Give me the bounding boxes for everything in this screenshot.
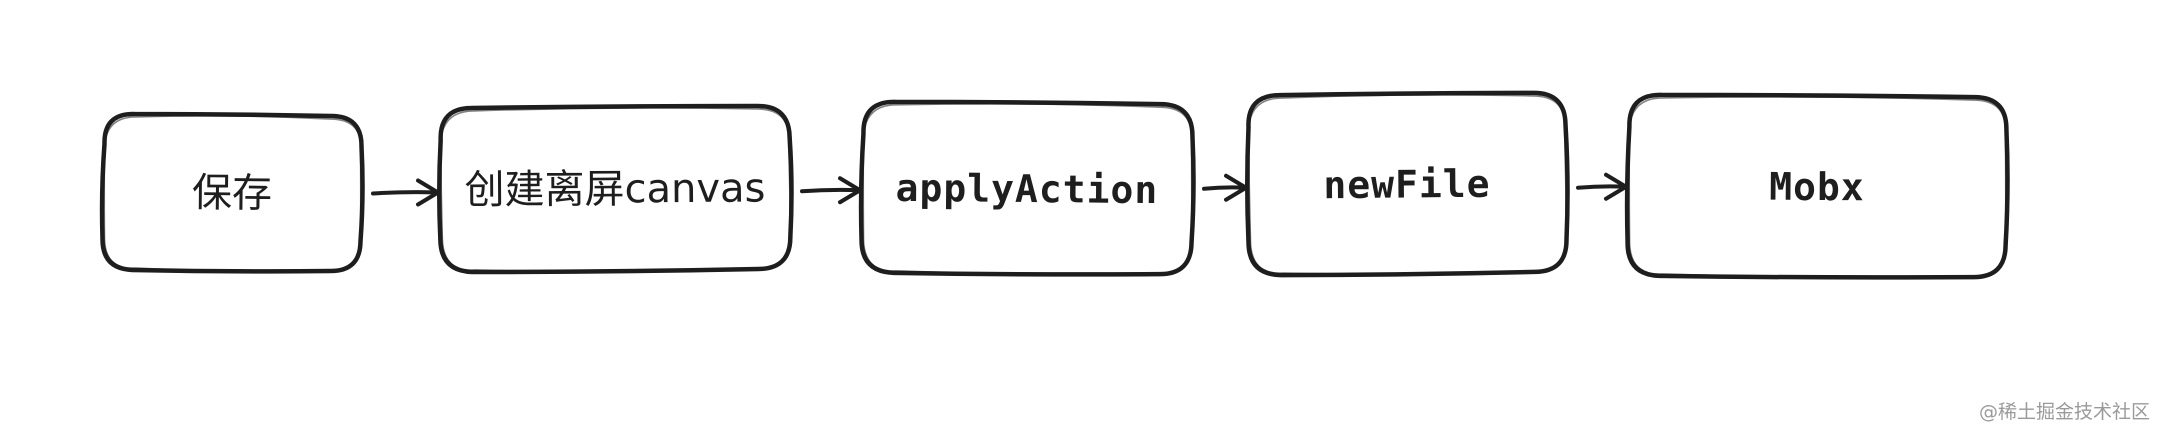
node-box-sketch-line [1247, 94, 1568, 276]
node-new-file: newFile [1245, 90, 1570, 278]
node-label: 保存 [192, 170, 272, 217]
edge-create-offscreen-canvas-to-apply-action [800, 176, 862, 205]
nodes-layer: 保存 创建离屏canvas applyAction newFile Mobx [99, 90, 2010, 280]
edge-new-file-to-mobx [1576, 172, 1628, 201]
arrow-shaft [371, 190, 440, 196]
arrow-shaft [1576, 184, 1628, 190]
node-box-sketch-line [103, 115, 362, 273]
node-label: 创建离屏canvas [464, 165, 765, 213]
arrow-shaft [800, 187, 862, 194]
node-apply-action: applyAction [858, 99, 1196, 277]
node-box-sketch-line [1628, 96, 2007, 279]
edge-apply-action-to-new-file [1202, 173, 1248, 202]
edge-save-to-create-offscreen-canvas [371, 178, 440, 207]
node-label: Mobx [1769, 165, 1865, 210]
node-label: applyAction [895, 166, 1158, 212]
watermark: @稀土掘金技术社区 [1979, 401, 2150, 423]
node-box-sketch-line [439, 107, 792, 273]
arrow-shaft [1202, 185, 1248, 191]
node-save: 保存 [99, 111, 365, 274]
node-box-sketch-line [862, 103, 1193, 276]
node-create-offscreen-canvas: 创建离屏canvas [437, 103, 794, 275]
node-label: newFile [1323, 162, 1491, 207]
node-mobx: Mobx [1624, 92, 2010, 280]
